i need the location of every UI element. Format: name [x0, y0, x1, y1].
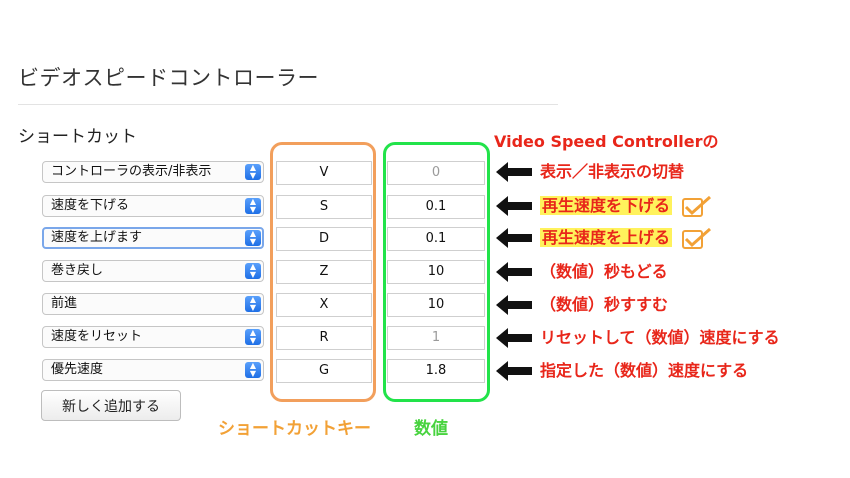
annotation-note-text: （数値）秒すすむ	[540, 295, 669, 314]
select-value: 速度を上げます	[51, 230, 143, 245]
arrow-left-icon	[496, 162, 532, 182]
annotation-note-text: 指定した（数値）速度にする	[540, 361, 749, 380]
shortcut-value-input[interactable]: 10	[387, 260, 485, 284]
shortcut-row: コントローラの表示/非表示 ▲▼ V 0	[0, 161, 850, 185]
values-label: 数値	[414, 419, 448, 439]
shortcut-row: 速度を上げます ▲▼ D 0.1	[0, 227, 850, 251]
select-value: 速度をリセット	[51, 329, 143, 344]
shortcut-row: 前進 ▲▼ X 10	[0, 293, 850, 317]
shortcut-action-select[interactable]: 速度を上げます ▲▼	[42, 227, 264, 249]
annotation-note: 指定した（数値）速度にする	[540, 360, 748, 382]
annotation-note: （数値）秒もどる	[540, 261, 668, 283]
arrow-left-icon	[496, 328, 532, 348]
shortcut-action-select[interactable]: 前進 ▲▼	[42, 293, 264, 315]
shortcut-value-input[interactable]: 0.1	[387, 195, 485, 219]
annotation-note: リセットして（数値）速度にする	[540, 327, 780, 349]
annotation-note-text: （数値）秒もどる	[540, 262, 668, 281]
chevron-up-down-icon: ▲▼	[245, 362, 261, 378]
arrow-left-icon	[496, 228, 532, 248]
chevron-up-down-icon: ▲▼	[245, 263, 261, 279]
shortcut-key-input[interactable]: G	[276, 359, 372, 383]
shortcut-value-input[interactable]: 1.8	[387, 359, 485, 383]
annotation-note-text: 再生速度を上げる	[540, 228, 673, 247]
shortcut-key-input[interactable]: V	[276, 161, 372, 185]
shortcut-action-select[interactable]: 速度をリセット ▲▼	[42, 326, 264, 348]
shortcut-key-input[interactable]: D	[276, 227, 372, 251]
shortcut-key-input[interactable]: R	[276, 326, 372, 350]
select-value: 前進	[51, 296, 78, 311]
add-shortcut-button[interactable]: 新しく追加する	[41, 390, 181, 421]
shortcut-value-input[interactable]: 10	[387, 293, 485, 317]
chevron-up-down-icon: ▲▼	[245, 329, 261, 345]
shortcut-action-select[interactable]: 速度を下げる ▲▼	[42, 195, 264, 217]
checkbox-check-icon	[681, 195, 711, 217]
arrow-left-icon	[496, 196, 532, 216]
shortcut-row: 速度を下げる ▲▼ S 0.1	[0, 195, 850, 219]
page-title: ビデオスピードコントローラー	[18, 66, 319, 90]
shortcut-value-input[interactable]: 0	[387, 161, 485, 185]
annotation-note: （数値）秒すすむ	[540, 294, 668, 316]
value-highlight-frame	[383, 142, 490, 402]
shortcut-key-input[interactable]: S	[276, 195, 372, 219]
annotation-header: Video Speed Controllerの	[494, 132, 719, 151]
annotation-note-text: リセットして（数値）速度にする	[540, 328, 780, 347]
shortcut-key-input[interactable]: Z	[276, 260, 372, 284]
chevron-up-down-icon: ▲▼	[245, 198, 261, 214]
select-value: 速度を下げる	[51, 198, 130, 213]
chevron-up-down-icon: ▲▼	[245, 296, 261, 312]
shortcut-value-input[interactable]: 1	[387, 326, 485, 350]
title-divider	[18, 104, 558, 105]
annotation-note: 再生速度を上げる	[540, 227, 712, 250]
shortcut-row: 速度をリセット ▲▼ R 1	[0, 326, 850, 350]
shortcut-keys-label: ショートカットキー	[218, 419, 371, 439]
arrow-left-icon	[496, 361, 532, 381]
annotation-note-text: 表示／非表示の切替	[540, 162, 685, 181]
annotation-note: 表示／非表示の切替	[540, 161, 684, 183]
arrow-left-icon	[496, 295, 532, 315]
checkbox-check-icon	[681, 227, 711, 249]
select-value: 優先速度	[51, 362, 104, 377]
shortcut-action-select[interactable]: 巻き戻し ▲▼	[42, 260, 264, 282]
shortcut-row: 優先速度 ▲▼ G 1.8	[0, 359, 850, 383]
shortcut-action-select[interactable]: コントローラの表示/非表示 ▲▼	[42, 161, 264, 183]
shortcut-value-input[interactable]: 0.1	[387, 227, 485, 251]
select-value: 巻き戻し	[51, 263, 104, 278]
chevron-up-down-icon: ▲▼	[245, 230, 261, 246]
shortcut-row: 巻き戻し ▲▼ Z 10	[0, 260, 850, 284]
shortcut-action-select[interactable]: 優先速度 ▲▼	[42, 359, 264, 381]
select-value: コントローラの表示/非表示	[51, 164, 212, 179]
annotation-note-text: 再生速度を下げる	[540, 196, 673, 215]
chevron-up-down-icon: ▲▼	[245, 164, 261, 180]
arrow-left-icon	[496, 262, 532, 282]
shortcut-key-input[interactable]: X	[276, 293, 372, 317]
shortcut-key-highlight-frame	[270, 142, 376, 402]
annotation-note: 再生速度を下げる	[540, 195, 712, 218]
section-title: ショートカット	[18, 127, 137, 147]
